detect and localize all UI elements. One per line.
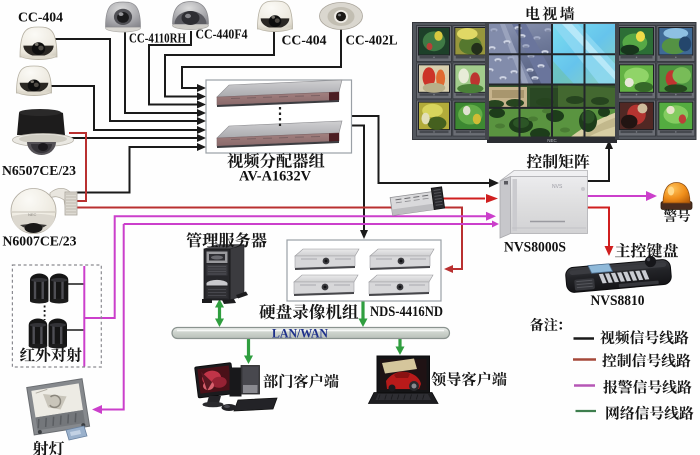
svg-text:NVS: NVS — [552, 184, 563, 190]
svg-text:CC-404: CC-404 — [282, 34, 327, 49]
svg-text:NEC: NEC — [547, 138, 557, 143]
svg-text:N6507CE/23: N6507CE/23 — [2, 163, 76, 178]
svg-text:CC-402L: CC-402L — [346, 34, 398, 49]
svg-text:CC-440F4: CC-440F4 — [196, 27, 248, 42]
svg-text:LAN/WAN: LAN/WAN — [272, 327, 328, 341]
svg-text:NVS8810: NVS8810 — [591, 293, 645, 309]
svg-text:NDS-4416ND: NDS-4416ND — [370, 304, 443, 320]
svg-text:AV-A1632V: AV-A1632V — [239, 169, 312, 185]
svg-text:NVS8000S: NVS8000S — [504, 240, 566, 256]
svg-text:CC-404: CC-404 — [18, 11, 63, 26]
svg-text:NEC: NEC — [28, 212, 37, 217]
svg-text:CC-4110RH: CC-4110RH — [129, 31, 186, 46]
svg-text:N6007CE/23: N6007CE/23 — [3, 234, 77, 249]
